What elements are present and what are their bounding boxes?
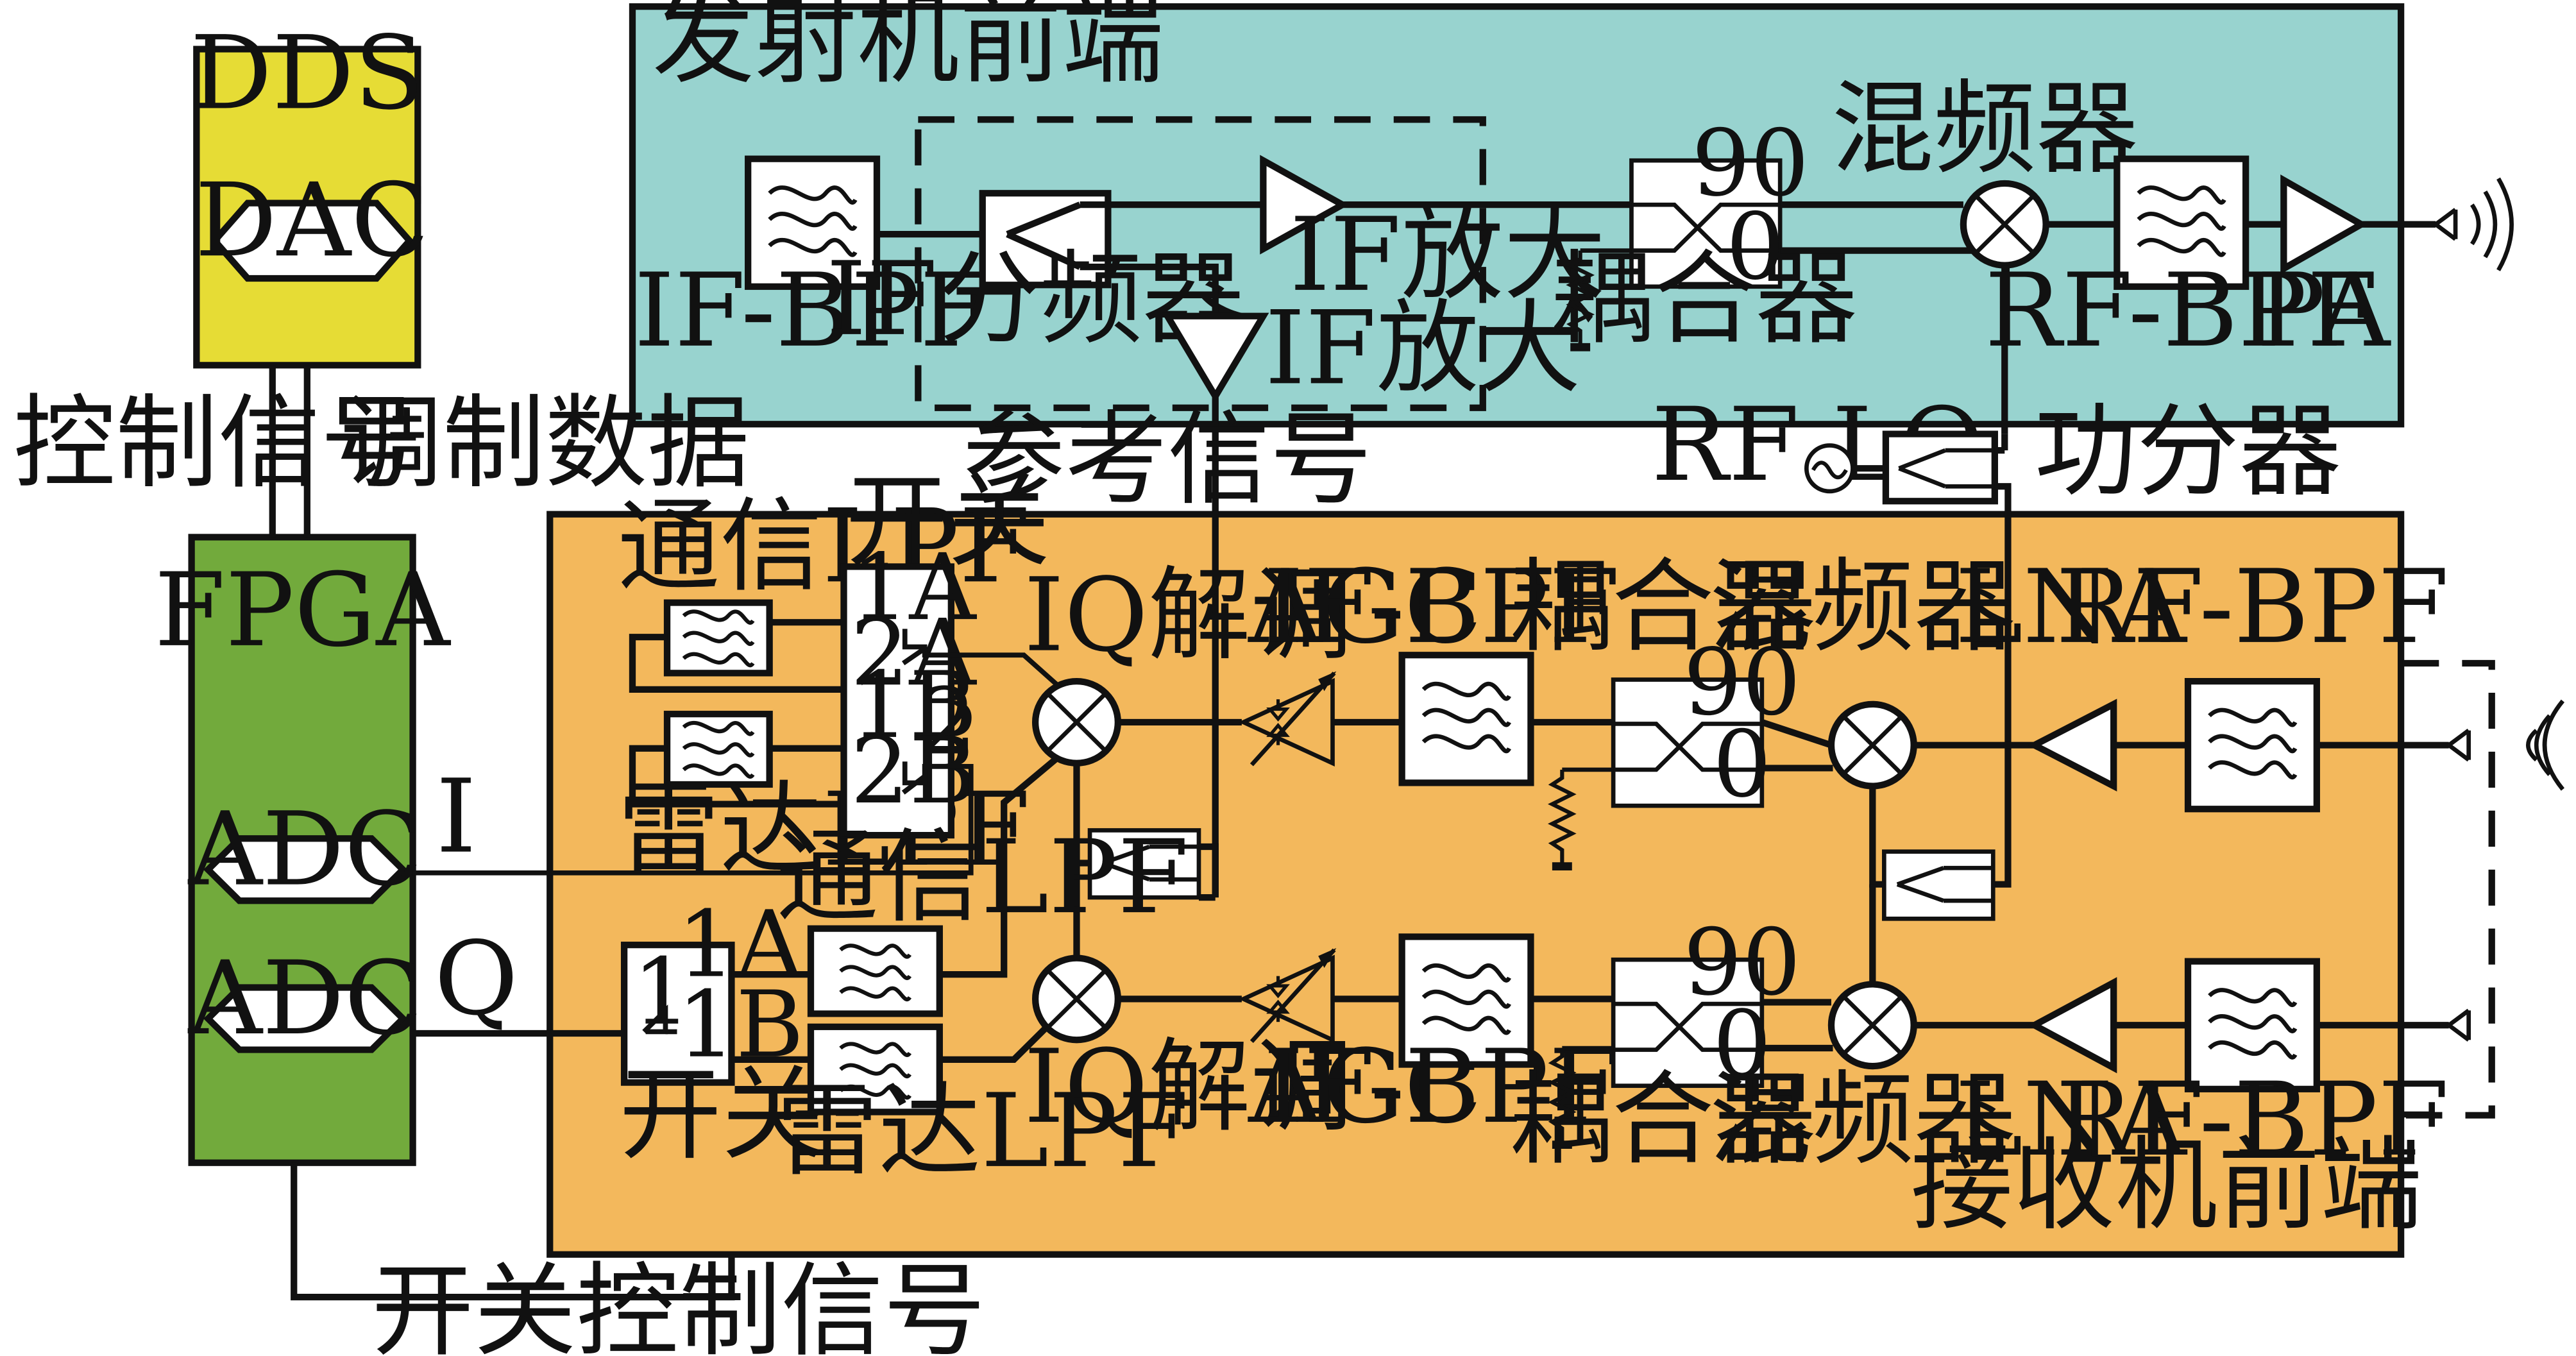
rx-switch-1-2: 2: [918, 668, 977, 775]
dac-label: DAC: [195, 162, 429, 280]
rx-rf-bpf-2-label: RF-BPF: [2056, 1061, 2449, 1179]
rx-coupler-1-0: 0: [1713, 711, 1772, 817]
rx-iq-demod-1-label: IQ解调: [1024, 556, 1353, 674]
tx-coupler-load: [1570, 251, 1632, 348]
adc-q-label: ADC: [188, 940, 423, 1058]
dds-title: DDS: [190, 14, 424, 132]
rx-mixer-2-label: 混频器: [1709, 1061, 2016, 1179]
rx-dashed-antenna-group: [2402, 659, 2495, 1119]
rx-coupler-1-90: 90: [1683, 629, 1801, 736]
rx-antenna-1-icon: [2447, 729, 2471, 762]
tx-dashed-group: [915, 116, 1486, 411]
rx-coupler-1-label: 耦合器: [1509, 548, 1817, 666]
rx-title: 接收机前端: [1911, 1126, 2423, 1244]
tx-title: 发射机前端: [652, 0, 1164, 98]
tx-rf-bpf: [2114, 155, 2250, 290]
rx-switch-1-label: 开关: [845, 463, 1050, 581]
switch-control-line: [291, 1162, 735, 1301]
rx-mixer-2: [1831, 984, 1914, 1066]
rx-lo-splitter: [1884, 852, 1993, 919]
rx-switch-1: [840, 563, 954, 839]
rx-coupler-2-load: [1552, 1048, 1614, 1145]
rx-if-bpf-1: [1398, 652, 1534, 786]
i-label: I: [436, 758, 477, 876]
tx-if-bpf: [745, 155, 881, 290]
tx-pa-label: PA: [2257, 251, 2391, 369]
tx-coupler-90: 90: [1691, 110, 1809, 216]
rx-coupler-2-90: 90: [1683, 909, 1801, 1015]
power-splitter: [1882, 430, 1998, 505]
rx-switch-1-1a: 1A: [851, 534, 978, 641]
rx-comm-lpf-1-label: 通信LPF: [618, 487, 1030, 606]
rx-agc-1-label: AGC: [1248, 548, 1482, 666]
tx-if-splitter-label: IF分频器: [826, 240, 1245, 358]
rx-comm-lpf-2: [807, 925, 943, 1017]
tx-pa: [2280, 174, 2368, 275]
mod-data-label: 调制数据: [340, 384, 749, 502]
rx-comm-lpf-2-label: 通信LPF: [776, 818, 1189, 936]
rx-coupler-2-0: 0: [1713, 991, 1772, 1098]
rx-rf-bpf-2: [2184, 958, 2320, 1092]
ref-signal-label: 参考信号: [963, 401, 1372, 519]
rx-switch-2-label: 开关: [619, 1056, 824, 1174]
rx-rf-bpf-1: [2184, 678, 2320, 813]
control-signal-label: 控制信号: [13, 384, 423, 502]
fpga-title: FPGA: [155, 552, 452, 670]
rx-mixer-1-label: 混频器: [1709, 548, 2016, 666]
rx-iq-mixer-1: [1035, 681, 1118, 763]
tx-if-amp-2: [1162, 312, 1269, 403]
tx-if-bpf-label: IF-BPF: [634, 251, 991, 369]
tx-mixer-label: 混频器: [1831, 70, 2139, 188]
tx-if-amp-1-label: IF放大: [1290, 196, 1606, 314]
rx-antenna-2-icon: [2447, 1008, 2471, 1042]
transmitter-frontend-panel: [629, 3, 2405, 428]
rx-switch-2-1: 1: [632, 938, 691, 1045]
adc-i-block: [203, 835, 408, 904]
rx-switch-2: [620, 942, 735, 1086]
power-splitter-label: 功分器: [2035, 393, 2342, 511]
rx-switch-1-1b: 1B: [851, 652, 978, 758]
tx-coupler-label: 耦合器: [1550, 240, 1858, 358]
rx-iq-demod-2-label: IQ解调: [1024, 1028, 1353, 1146]
switch-control-label: 开关控制信号: [371, 1252, 986, 1356]
incoming-wave-icon: [2526, 699, 2565, 791]
rx-rf-bpf-1-label: RF-BPF: [2056, 548, 2449, 666]
tx-antenna-icon: [2434, 177, 2514, 271]
rx-radar-lpf-2: [807, 1023, 943, 1115]
rx-lna-2-label: LNA: [1955, 1061, 2188, 1179]
tx-rf-bpf-label: RF-BPF: [1985, 251, 2378, 369]
adc-q-block: [203, 984, 408, 1053]
rx-mixer-1: [1831, 704, 1914, 786]
rx-switch-1-2b: 2B: [851, 718, 978, 824]
adc-i-label: ADC: [188, 790, 423, 908]
rx-if-bpf-1-label: IF-BPF: [1263, 548, 1620, 666]
rx-radar-lpf-1-label: 雷达LPF: [618, 771, 1030, 889]
q-label: Q: [434, 920, 518, 1038]
rx-switch-2-1a: 1A: [677, 891, 804, 997]
rx-lna-1-label: LNA: [1955, 548, 2188, 666]
tx-if-amp-2-label: IF放大: [1265, 289, 1581, 407]
tx-coupler-0: 0: [1726, 194, 1785, 300]
rx-coupler-1-load: [1552, 770, 1614, 867]
rx-if-bpf-2: [1398, 933, 1534, 1068]
dac-block: [210, 199, 414, 282]
rx-radar-lpf-2-label: 雷达LPF: [776, 1072, 1189, 1190]
tx-if-amp-1: [1260, 155, 1350, 255]
